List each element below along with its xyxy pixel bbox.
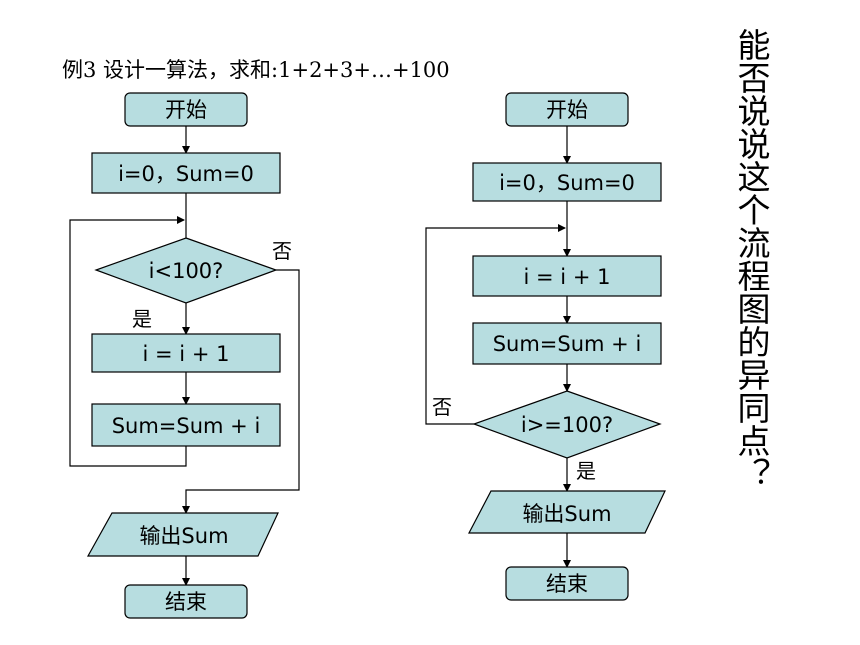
left-edge-cond-no [182, 269, 300, 514]
left-increment-label: i = i + 1 [143, 342, 230, 366]
right-start-node [505, 92, 629, 127]
right-output-label: 输出Sum [522, 502, 611, 526]
right-yes-label: 是 [576, 459, 596, 483]
right-accumulate-label: Sum=Sum + i [493, 332, 642, 356]
left-init-node [91, 152, 281, 194]
left-yes-label: 是 [132, 307, 152, 331]
right-edge-loop-back [425, 224, 566, 425]
left-start-node [124, 92, 248, 127]
left-init-label: i=0，Sum=0 [118, 162, 254, 186]
left-output-node [86, 512, 279, 557]
right-output-node [468, 490, 666, 534]
right-increment-label: i = i + 1 [524, 265, 611, 289]
left-accumulate-node [91, 403, 281, 447]
left-end-label: 结束 [165, 590, 207, 614]
right-accumulate-node [472, 322, 662, 365]
left-condition-node [94, 237, 278, 304]
left-condition-label: i<100? [149, 259, 224, 283]
right-start-label: 开始 [546, 98, 588, 122]
left-edge-loop-back [69, 216, 187, 467]
side-question: 能否说说这个流程图的异同点？ [732, 28, 771, 490]
right-condition-label: i>=100? [521, 413, 613, 437]
left-start-label: 开始 [165, 98, 207, 122]
right-flowchart: 开始 i=0，Sum=0 i = i + 1 Sum=Sum + i i>=10… [425, 92, 666, 601]
right-init-node [472, 162, 662, 202]
right-increment-node [472, 255, 662, 297]
problem-title: 例3 设计一算法，求和:1+2+3+…+100 [62, 58, 450, 82]
left-accumulate-label: Sum=Sum + i [112, 414, 261, 438]
right-init-label: i=0，Sum=0 [499, 171, 635, 195]
left-no-label: 否 [272, 239, 292, 263]
right-condition-node [472, 390, 662, 459]
right-end-node [505, 566, 629, 601]
left-output-label: 输出Sum [139, 524, 228, 548]
right-no-label: 否 [432, 395, 452, 419]
right-end-label: 结束 [546, 572, 588, 596]
left-flowchart: 开始 i=0，Sum=0 i<100? 是 否 i = i + 1 Sum=Su… [69, 92, 300, 619]
left-end-node [124, 584, 248, 619]
left-increment-node [91, 333, 281, 373]
